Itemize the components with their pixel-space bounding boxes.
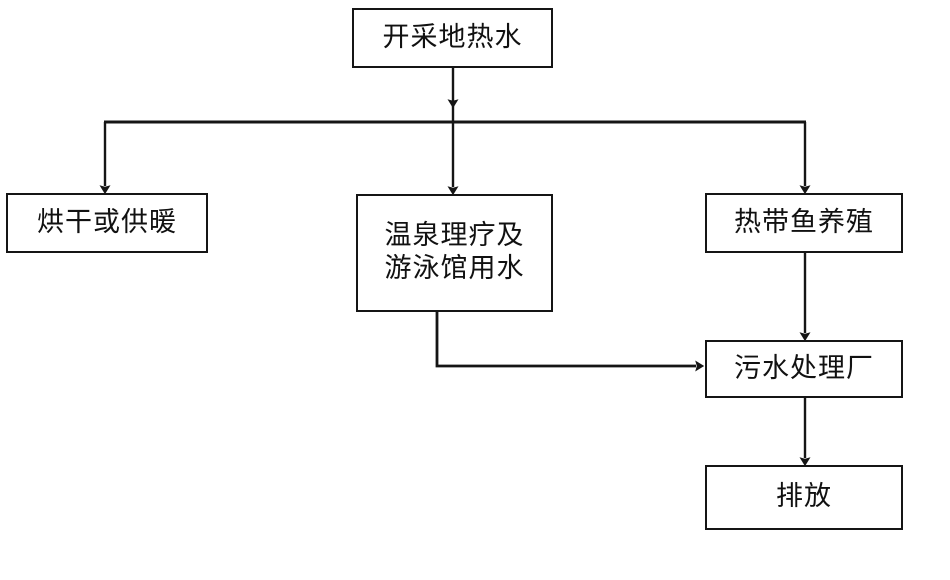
node-label: 排放 (776, 481, 832, 513)
edge-spa-treatment (435, 312, 705, 372)
node-spa-and-swimming-pool-water[interactable]: 温泉理疗及 游泳馆用水 (356, 194, 553, 312)
node-label: 污水处理厂 (734, 352, 874, 384)
node-wastewater-treatment-plant[interactable]: 污水处理厂 (705, 340, 903, 398)
node-label: 热带鱼养殖 (734, 206, 874, 238)
node-tropical-fish-farming[interactable]: 热带鱼养殖 (705, 193, 903, 253)
node-extract-geothermal-water[interactable]: 开采地热水 (352, 8, 553, 68)
node-label: 开采地热水 (382, 21, 523, 53)
node-drying-or-heating[interactable]: 烘干或供暖 (6, 193, 208, 253)
node-label: 烘干或供暖 (37, 206, 177, 238)
node-label: 温泉理疗及 游泳馆用水 (384, 220, 525, 284)
node-discharge[interactable]: 排放 (705, 465, 903, 530)
